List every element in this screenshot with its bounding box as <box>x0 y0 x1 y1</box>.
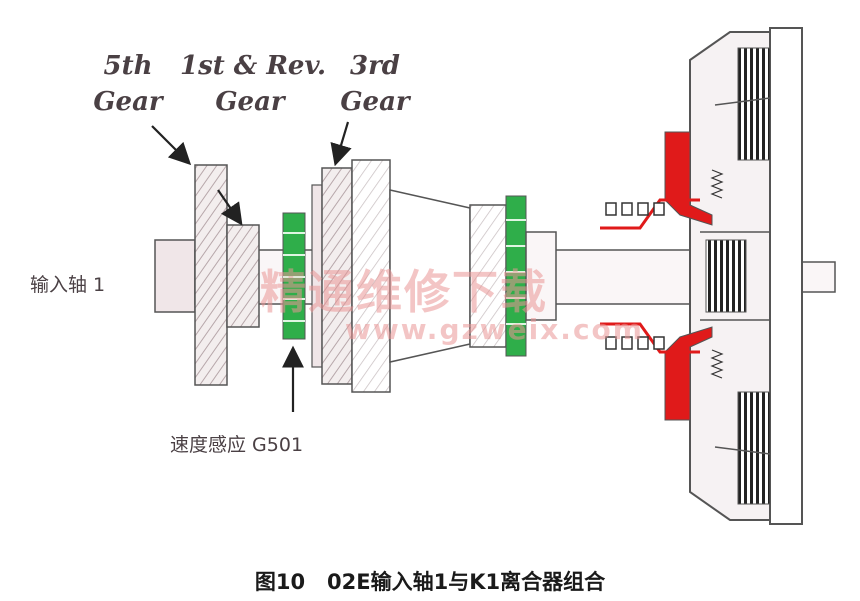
clutch-piston-upper <box>664 131 713 226</box>
arrow-5th-gear <box>151 125 192 166</box>
gear-1st-rev <box>226 224 260 328</box>
bearing-upper <box>605 202 665 216</box>
clutch-piston-lower <box>664 326 713 421</box>
shaft-end-left <box>154 239 196 313</box>
speed-sensor-wheel <box>282 212 306 340</box>
clutch-plates-lower <box>737 391 771 505</box>
arrow-1st-rev-gear <box>217 189 243 226</box>
k1-clutch-assembly <box>600 27 803 525</box>
label-3rd-gear-line1: 3rd <box>350 51 400 81</box>
clutch-hub-spline <box>705 239 747 313</box>
watermark-cn: 精通维修下载 <box>260 265 548 319</box>
label-3rd-gear: 3rd Gear <box>325 48 425 120</box>
clutch-plates-upper <box>737 47 771 161</box>
label-input-shaft: 输入轴 1 <box>30 274 106 296</box>
label-1st-rev-gear-line1: 1st & Rev. <box>180 51 327 81</box>
label-1st-rev-gear: 1st & Rev. Gear <box>180 48 327 120</box>
pointer-arrows <box>151 121 352 412</box>
bearing-lower <box>605 336 665 350</box>
label-5th-gear-line2: Gear <box>93 87 163 117</box>
watermark-url: www.gzweix.com <box>345 313 644 346</box>
gear-3rd <box>311 167 353 385</box>
arrow-3rd-gear <box>330 121 352 167</box>
figure-caption: 图10 02E输入轴1与K1离合器组合 <box>254 570 606 594</box>
label-1st-rev-gear-line2: Gear <box>215 87 285 117</box>
label-5th-gear-line1: 5th <box>103 51 153 81</box>
label-speed-sensor: 速度感应 G501 <box>170 434 304 456</box>
clutch-outer-drum <box>769 27 803 525</box>
label-3rd-gear-line2: Gear <box>340 87 410 117</box>
helical-gear-cone <box>351 159 471 393</box>
return-spring-lower <box>710 349 724 379</box>
return-spring-upper <box>710 169 724 199</box>
label-5th-gear: 5th Gear <box>78 48 178 120</box>
gear-right <box>469 195 557 357</box>
